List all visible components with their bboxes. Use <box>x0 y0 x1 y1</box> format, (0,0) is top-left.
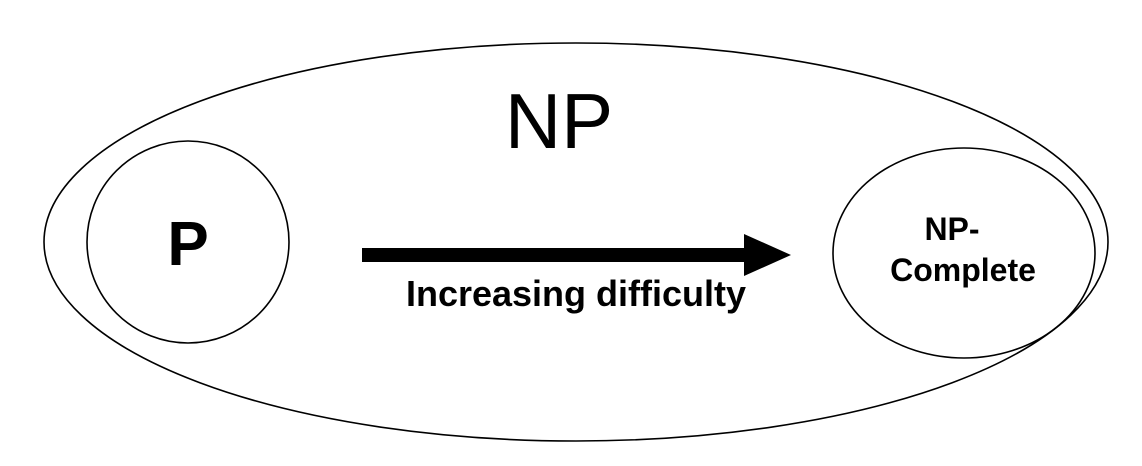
np-set-label: NP <box>505 77 613 165</box>
difficulty-arrow <box>362 234 791 276</box>
np-complete-label-line2: Complete <box>890 252 1036 288</box>
p-set-circle <box>86 140 290 344</box>
arrow-label: Increasing difficulty <box>406 273 746 314</box>
arrow-shaft <box>362 248 746 262</box>
np-complete-label-line1: NP- <box>924 211 979 247</box>
np-set-ellipse <box>43 42 1109 442</box>
arrow-head <box>744 234 791 276</box>
np-complete-set-ellipse <box>832 147 1096 359</box>
p-set-label: P <box>167 210 208 279</box>
